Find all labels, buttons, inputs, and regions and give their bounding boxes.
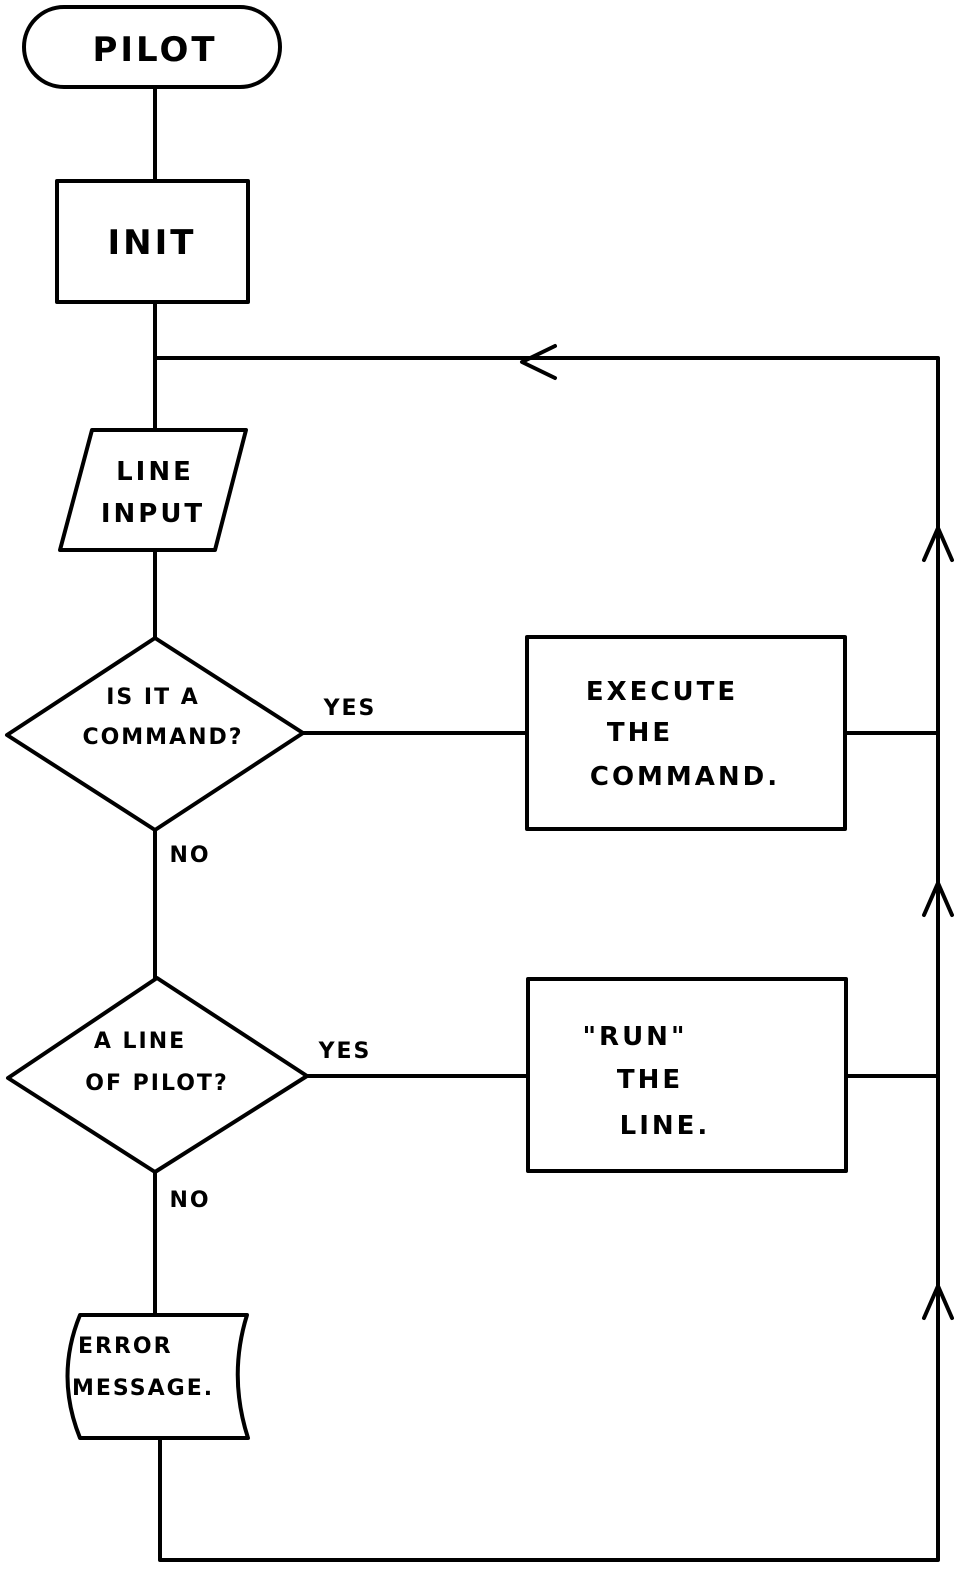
execute-label-line2: THE xyxy=(607,718,673,748)
run-label-line2: THE xyxy=(617,1065,683,1095)
node-decision-command: IS IT A COMMAND? xyxy=(5,636,305,832)
input-label-line2: INPUT xyxy=(101,499,205,529)
input-label-line1: LINE xyxy=(116,457,194,487)
start-label: PILOT xyxy=(92,30,217,70)
decision1-no-label: NO xyxy=(169,843,210,868)
decision1-label-line1: IS IT A xyxy=(106,685,200,710)
node-decision-pilot-line: A LINE OF PILOT? xyxy=(6,976,309,1174)
decision2-no-label: NO xyxy=(169,1188,210,1213)
init-label: INIT xyxy=(108,223,197,263)
arrow-up-icon xyxy=(922,1284,954,1320)
node-execute-process: EXECUTE THE COMMAND. xyxy=(525,635,847,831)
arrow-up-icon xyxy=(922,526,954,562)
run-label-line1: "RUN" xyxy=(583,1022,688,1052)
error-label-line1: ERROR xyxy=(78,1334,173,1359)
run-label-line3: LINE. xyxy=(620,1111,711,1141)
error-label-line2: MESSAGE. xyxy=(72,1376,214,1401)
decision1-label-line2: COMMAND? xyxy=(82,725,243,750)
node-error-display: ERROR MESSAGE. xyxy=(65,1313,250,1440)
node-start-terminator: PILOT xyxy=(22,5,282,89)
arrow-up-icon xyxy=(922,881,954,917)
decision1-yes-label: YES xyxy=(323,696,377,721)
execute-label-line1: EXECUTE xyxy=(586,677,738,707)
arrow-left-icon xyxy=(520,344,557,380)
node-run-process: "RUN" THE LINE. xyxy=(526,977,848,1173)
node-input-parallelogram: LINE INPUT xyxy=(58,428,248,552)
execute-label-line3: COMMAND. xyxy=(590,762,780,792)
decision2-label-line2: OF PILOT? xyxy=(85,1071,228,1096)
node-init-process: INIT xyxy=(55,179,250,304)
decision2-label-line1: A LINE xyxy=(94,1029,186,1054)
decision2-yes-label: YES xyxy=(318,1039,372,1064)
edge-loop-return xyxy=(153,356,940,1562)
